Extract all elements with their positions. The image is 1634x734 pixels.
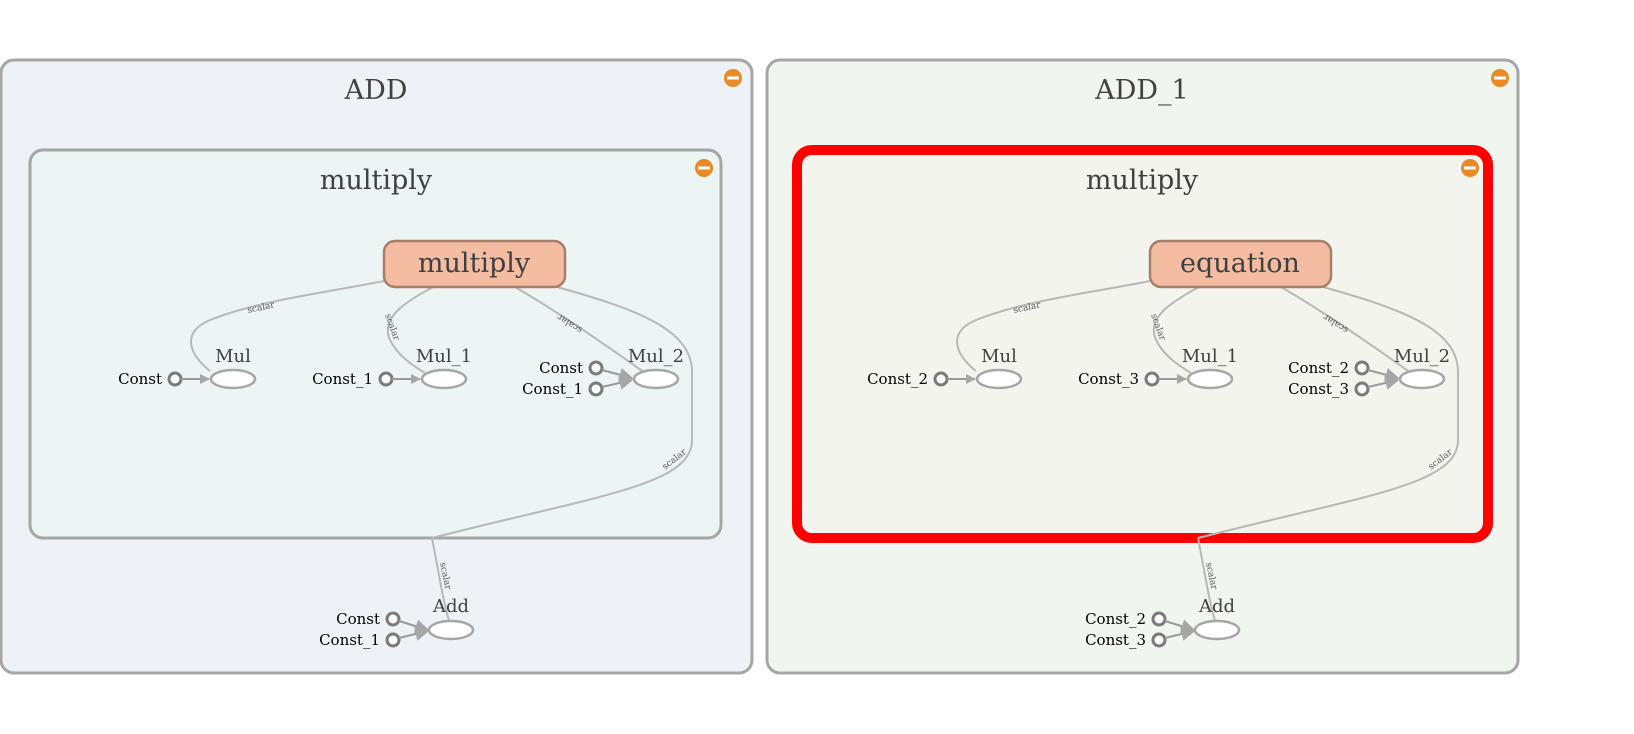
op-node-mul[interactable]: Mul bbox=[209, 346, 257, 390]
edge-scalar bbox=[1280, 286, 1412, 374]
edge-scalar bbox=[1152, 286, 1200, 374]
const-node[interactable]: Const bbox=[336, 610, 430, 633]
const-label: Const_2 bbox=[1288, 359, 1349, 377]
meta-node-label: multiply bbox=[418, 248, 531, 279]
edge-scalar bbox=[190, 280, 385, 372]
const-label: Const_3 bbox=[1078, 370, 1139, 388]
edge-scalar bbox=[386, 286, 434, 374]
edge-scalar bbox=[431, 537, 450, 621]
const-node[interactable]: Const_2 bbox=[1085, 610, 1196, 633]
op-label: Mul bbox=[215, 346, 251, 367]
edge-scalar bbox=[956, 280, 1151, 372]
const-label: Const_2 bbox=[867, 370, 928, 388]
const-label: Const_1 bbox=[522, 380, 583, 398]
edge-scalar bbox=[1197, 286, 1459, 539]
const-label: Const_3 bbox=[1288, 380, 1349, 398]
op-node-mul-2[interactable]: Mul_2 bbox=[628, 346, 684, 390]
collapse-icon[interactable] bbox=[1491, 69, 1509, 87]
op-node-mul-1[interactable]: Mul_1 bbox=[416, 346, 472, 390]
const-node[interactable]: Const bbox=[539, 359, 634, 382]
edge-scalar bbox=[1197, 537, 1216, 621]
edge-scalar bbox=[514, 286, 646, 374]
const-node[interactable]: Const_3 bbox=[1085, 627, 1196, 649]
op-label: Mul bbox=[981, 346, 1017, 367]
op-label: Mul_1 bbox=[1182, 346, 1238, 367]
const-label: Const bbox=[336, 610, 380, 628]
edge-scalar bbox=[431, 286, 693, 539]
op-node-mul-1[interactable]: Mul_1 bbox=[1182, 346, 1238, 390]
const-node[interactable]: Const_3 bbox=[1078, 370, 1187, 388]
group-add[interactable]: ADD multiply scalar scalar scalar scalar… bbox=[0, 58, 754, 675]
group-multiply-highlighted[interactable]: multiply bbox=[792, 145, 1493, 543]
group-add-title: ADD bbox=[344, 75, 408, 106]
group-multiply-title: multiply bbox=[320, 165, 433, 196]
collapse-icon[interactable] bbox=[695, 159, 713, 177]
op-label: Mul_1 bbox=[416, 346, 472, 367]
meta-node[interactable]: multiply bbox=[382, 239, 567, 289]
const-label: Const_1 bbox=[312, 370, 373, 388]
const-node[interactable]: Const_2 bbox=[867, 370, 976, 388]
group-multiply-title: multiply bbox=[1086, 165, 1199, 196]
op-node-mul-2[interactable]: Mul_2 bbox=[1394, 346, 1450, 390]
const-label: Const_2 bbox=[1085, 610, 1146, 628]
group-multiply[interactable]: multiply bbox=[28, 148, 723, 540]
const-node[interactable]: Const bbox=[118, 370, 210, 388]
group-multiply-box bbox=[792, 145, 1493, 543]
op-node-mul[interactable]: Mul bbox=[975, 346, 1023, 390]
const-node[interactable]: Const_1 bbox=[319, 627, 430, 649]
collapse-icon[interactable] bbox=[1461, 159, 1479, 177]
const-label: Const_3 bbox=[1085, 631, 1146, 649]
const-label: Const_1 bbox=[319, 631, 380, 649]
group-multiply-box bbox=[28, 148, 723, 540]
op-label: Add bbox=[1198, 596, 1235, 617]
const-node[interactable]: Const_1 bbox=[312, 370, 421, 388]
op-label: Mul_2 bbox=[1394, 346, 1450, 367]
const-node[interactable]: Const_3 bbox=[1288, 376, 1400, 398]
const-label: Const bbox=[118, 370, 162, 388]
meta-node[interactable]: equation bbox=[1148, 239, 1333, 289]
meta-node-label: equation bbox=[1180, 248, 1300, 279]
op-label: Mul_2 bbox=[628, 346, 684, 367]
op-label: Add bbox=[432, 596, 469, 617]
collapse-icon[interactable] bbox=[724, 69, 742, 87]
group-add-1[interactable]: ADD_1 multiply scalar scalar scalar scal… bbox=[765, 58, 1520, 675]
const-label: Const bbox=[539, 359, 583, 377]
group-add-1-title: ADD_1 bbox=[1094, 75, 1188, 106]
const-node[interactable]: Const_1 bbox=[522, 376, 634, 398]
